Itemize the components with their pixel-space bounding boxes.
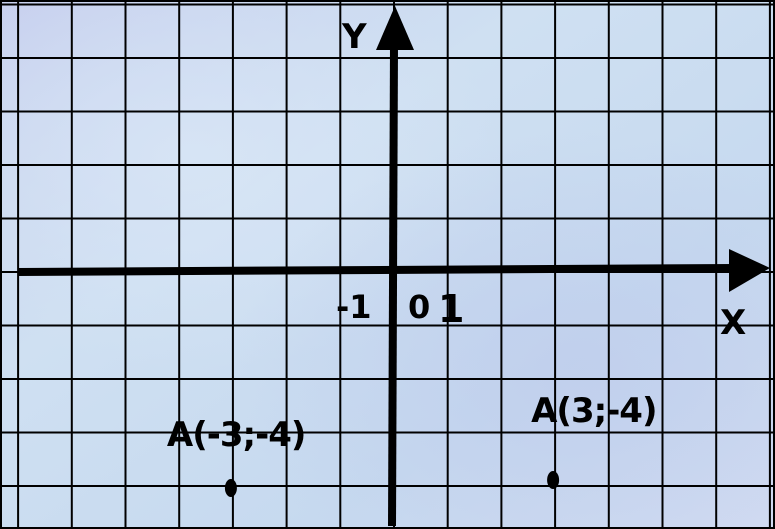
y-axis-line bbox=[388, 44, 398, 527]
tick-label-zero: 0 bbox=[408, 288, 430, 326]
point-marker bbox=[224, 479, 237, 497]
point-marker bbox=[547, 471, 560, 489]
points: A(-3;-4) A(3;-4) bbox=[167, 391, 658, 497]
point-label: A(3;-4) bbox=[531, 391, 656, 431]
tick-label-minus-one: -1 bbox=[336, 288, 372, 326]
x-axis-line bbox=[17, 264, 736, 276]
x-axis-arrow bbox=[729, 249, 770, 292]
x-axis-label: X bbox=[720, 303, 746, 343]
axes bbox=[17, 6, 770, 527]
y-axis-arrow bbox=[376, 6, 414, 50]
tick-label-one: 1 bbox=[438, 287, 464, 331]
point-label: A(-3;-4) bbox=[167, 415, 306, 455]
y-axis-label: Y bbox=[341, 17, 367, 57]
